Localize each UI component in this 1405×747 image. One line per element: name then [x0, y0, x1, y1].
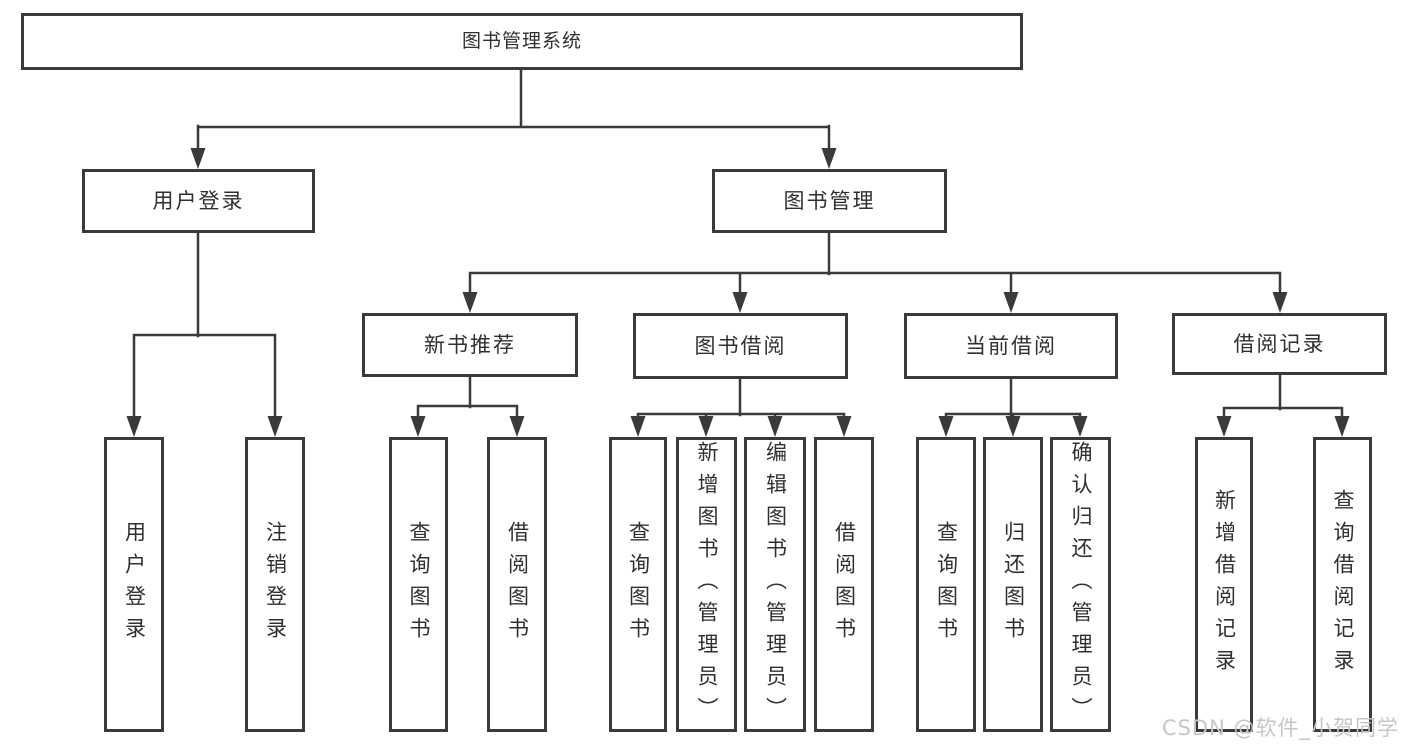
- arrowhead-icon: [267, 416, 283, 437]
- leaf-add-borrow-record: 新增借阅记录: [1195, 437, 1253, 732]
- node-user-login: 用户登录: [82, 169, 315, 233]
- leaf-label: 编辑图书（管理员）: [763, 440, 788, 729]
- leaf-borrow-book: 借阅图书: [814, 437, 874, 732]
- arrowhead-icon: [836, 416, 852, 437]
- leaf-label: 查询图书: [934, 520, 959, 649]
- leaf-confirm-return-admin: 确认归还（管理员）: [1050, 437, 1111, 732]
- arrowhead-icon: [732, 292, 748, 313]
- node-label: 图书管理: [783, 188, 876, 213]
- leaf-edit-book-admin: 编辑图书（管理员）: [744, 437, 806, 732]
- leaf-label: 查询借阅记录: [1331, 488, 1355, 681]
- arrowhead-icon: [1003, 292, 1019, 313]
- arrowhead-icon: [1272, 292, 1288, 313]
- connector-recommend-to-leaves: [416, 375, 519, 422]
- arrowhead-icon: [462, 292, 478, 313]
- connector-borrow-to-leaves: [636, 378, 846, 422]
- node-book-borrow: 图书借阅: [633, 313, 848, 379]
- leaf-label: 注销登录: [263, 520, 288, 649]
- connector-user-login-to-leaves: [132, 231, 277, 422]
- arrowhead-icon: [630, 416, 646, 437]
- leaf-add-book-admin: 新增图书（管理员）: [676, 437, 737, 732]
- leaf-label: 查询图书: [407, 520, 431, 649]
- node-book-management: 图书管理: [712, 169, 947, 233]
- leaf-label: 借阅图书: [832, 520, 857, 649]
- leaf-query-book-recommend: 查询图书: [389, 437, 448, 732]
- leaf-label: 用户登录: [122, 520, 147, 649]
- leaf-label: 新增图书（管理员）: [695, 440, 719, 729]
- leaf-query-book-current: 查询图书: [916, 437, 976, 732]
- arrowhead-icon: [821, 148, 837, 169]
- connector-current-to-leaves: [944, 378, 1082, 422]
- arrowhead-icon: [767, 416, 783, 437]
- arrowhead-icon: [410, 416, 426, 437]
- arrowhead-icon: [509, 416, 525, 437]
- connector-book-mgmt-to-level3: [468, 231, 1282, 298]
- leaf-return-book: 归还图书: [983, 437, 1043, 732]
- connector-strokes: [132, 68, 1344, 422]
- arrowhead-icon: [1072, 416, 1088, 437]
- arrowhead-icon: [698, 416, 714, 437]
- node-root: 图书管理系统: [21, 13, 1023, 70]
- node-new-book-recommend: 新书推荐: [362, 313, 578, 377]
- arrowhead-icon: [126, 416, 142, 437]
- arrowhead-icon: [938, 416, 954, 437]
- node-borrow-records: 借阅记录: [1172, 313, 1387, 375]
- leaf-label: 查询图书: [626, 520, 651, 649]
- arrowhead-icon: [1005, 416, 1021, 437]
- leaf-query-book-borrow: 查询图书: [609, 437, 667, 732]
- leaf-borrow-book-recommend: 借阅图书: [487, 437, 547, 732]
- node-root-label: 图书管理系统: [461, 30, 582, 52]
- leaf-label: 新增借阅记录: [1212, 488, 1237, 681]
- connector-records-to-leaves: [1222, 373, 1344, 422]
- node-label: 图书借阅: [694, 333, 787, 358]
- arrowheads: [126, 148, 1350, 437]
- watermark: CSDN @软件_小贺同学: [1161, 716, 1399, 740]
- connector-root-to-level2: [196, 68, 831, 154]
- node-label: 新书推荐: [424, 332, 516, 357]
- node-label: 用户登录: [152, 188, 245, 213]
- node-label: 借阅记录: [1233, 331, 1326, 356]
- arrowhead-icon: [190, 148, 206, 169]
- leaf-label: 确认归还（管理员）: [1069, 440, 1093, 729]
- node-label: 当前借阅: [965, 333, 1057, 358]
- leaf-query-borrow-record: 查询借阅记录: [1313, 437, 1372, 732]
- arrowhead-icon: [1334, 416, 1350, 437]
- arrowhead-icon: [1216, 416, 1232, 437]
- leaf-label: 归还图书: [1001, 520, 1026, 649]
- leaf-logout: 注销登录: [245, 437, 305, 732]
- leaf-label: 借阅图书: [505, 520, 530, 649]
- leaf-user-login: 用户登录: [104, 437, 164, 732]
- node-current-borrow: 当前借阅: [904, 313, 1118, 379]
